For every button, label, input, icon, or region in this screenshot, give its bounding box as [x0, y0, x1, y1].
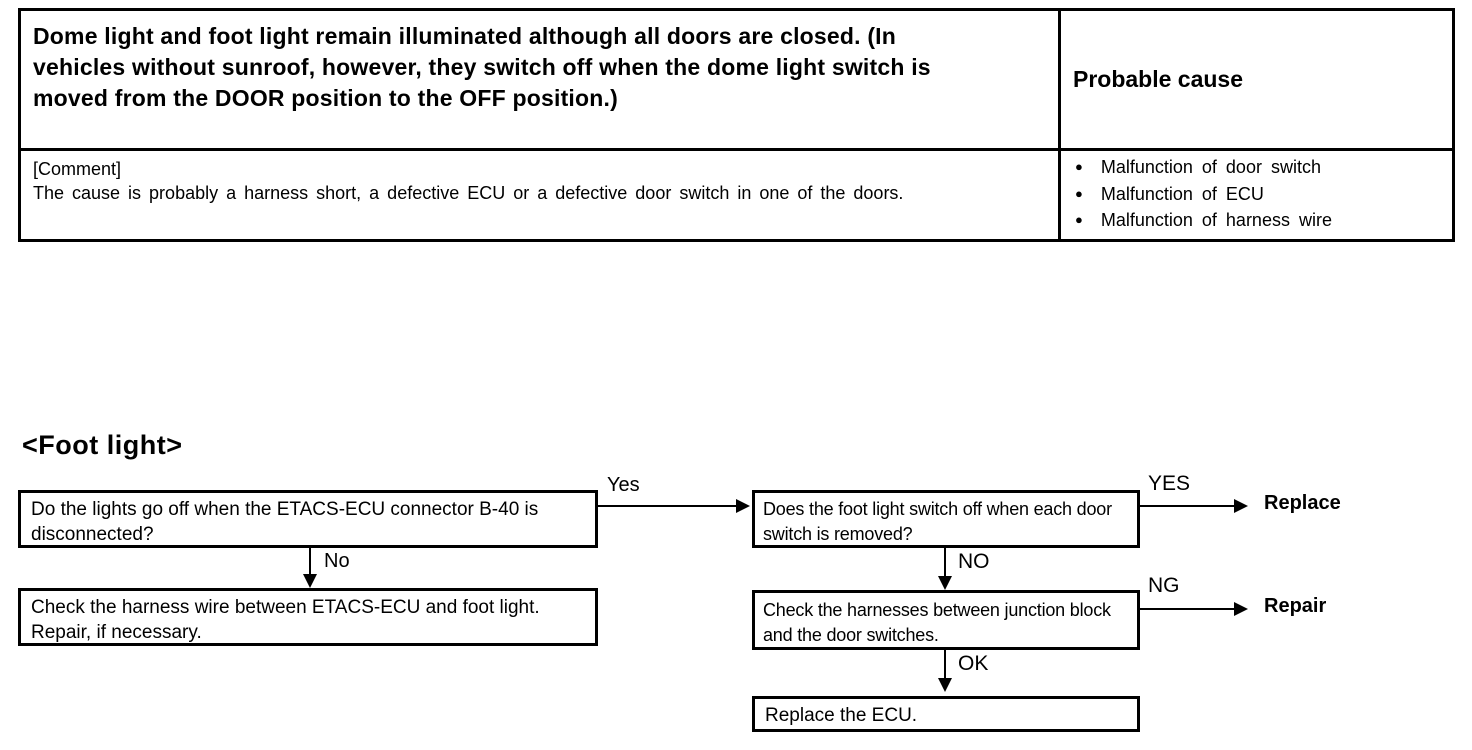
result-repair: Repair	[1264, 595, 1327, 617]
bullet-icon: ●	[1075, 212, 1083, 227]
cause-text: Malfunction of ECU	[1100, 183, 1264, 204]
probable-cause-header: Probable cause	[1073, 66, 1244, 92]
label-ng: NG	[1148, 574, 1180, 597]
flowchart-title: <Foot light>	[22, 430, 183, 460]
arrow-yes2-head-icon	[1234, 499, 1248, 513]
flow-box-question1: Do the lights go off when the ETACS-ECU …	[18, 490, 598, 548]
label-yes: Yes	[607, 474, 640, 496]
label-yes-caps: YES	[1148, 472, 1191, 495]
arrow-ok-line	[944, 650, 946, 680]
flow-box-answer2: Check the harnesses between junction blo…	[752, 590, 1140, 650]
causes-list: ● Malfunction of door switch ● Malfuncti…	[1061, 155, 1448, 235]
label-ok: OK	[958, 652, 989, 675]
comment-text: The cause is probably a harness short, a…	[33, 183, 904, 203]
table-header-row: Dome light and foot light remain illumin…	[18, 8, 1455, 151]
cause-item: ● Malfunction of harness wire	[1061, 208, 1448, 235]
symptom-table: Dome light and foot light remain illumin…	[18, 8, 1455, 242]
comment-cell: [Comment] The cause is probably a harnes…	[18, 148, 1061, 242]
flow-box-answer1: Check the harness wire between ETACS-ECU…	[18, 588, 598, 646]
table-comment-row: [Comment] The cause is probably a harnes…	[18, 148, 1455, 242]
arrow-no2-head-icon	[938, 576, 952, 590]
flow-box-question2: Does the foot light switch off when each…	[752, 490, 1140, 548]
arrow-yes2-line	[1140, 505, 1236, 507]
arrow-ng-line	[1140, 608, 1236, 610]
cause-item: ● Malfunction of ECU	[1061, 182, 1448, 209]
cause-text: Malfunction of harness wire	[1100, 210, 1332, 230]
arrow-yes-head-icon	[736, 499, 750, 513]
foot-light-flowchart: <Foot light> Do the lights go off when t…	[0, 420, 1472, 750]
label-no-caps: NO	[958, 550, 990, 573]
arrow-no2-line	[944, 548, 946, 576]
cause-item: ● Malfunction of door switch	[1061, 155, 1448, 182]
comment-label: [Comment]	[33, 159, 122, 179]
bullet-icon: ●	[1075, 185, 1083, 201]
cause-text: Malfunction of door switch	[1100, 157, 1321, 177]
result-replace: Replace	[1264, 492, 1341, 514]
arrow-no-line	[309, 548, 311, 576]
problem-cell: Dome light and foot light remain illumin…	[18, 8, 1061, 151]
label-no: No	[324, 550, 350, 572]
arrow-no-head-icon	[303, 574, 317, 588]
arrow-ng-head-icon	[1234, 602, 1248, 616]
arrow-yes-line	[598, 505, 738, 507]
causes-cell: ● Malfunction of door switch ● Malfuncti…	[1058, 148, 1455, 242]
flow-box-answer3: Replace the ECU.	[752, 696, 1140, 732]
bullet-icon: ●	[1075, 159, 1083, 174]
arrow-ok-head-icon	[938, 678, 952, 692]
probable-cause-header-cell: Probable cause	[1058, 8, 1455, 151]
problem-text: Dome light and foot light remain illumin…	[33, 23, 931, 111]
